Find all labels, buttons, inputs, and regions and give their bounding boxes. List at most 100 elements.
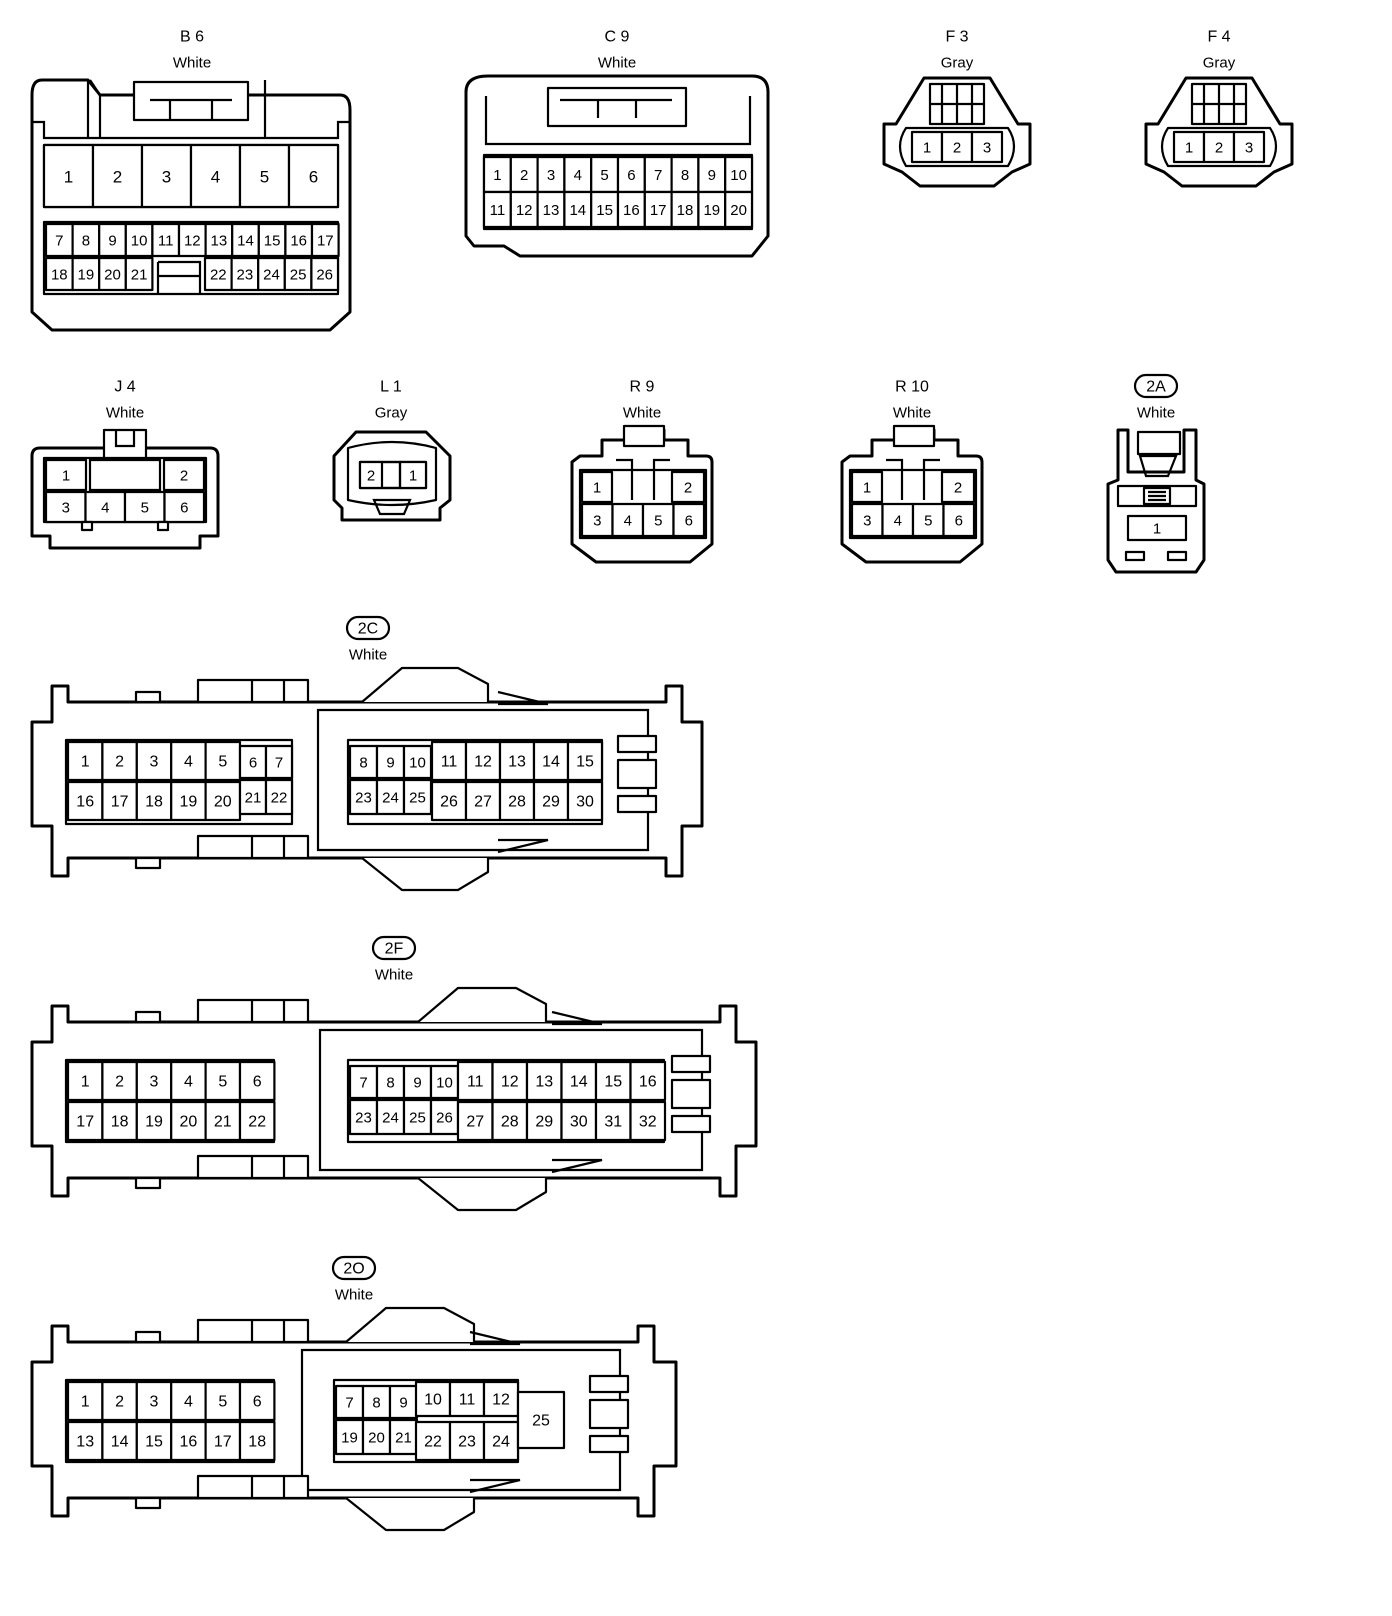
connector-color: Gray xyxy=(941,55,974,72)
pin-cell: 11 xyxy=(448,1380,486,1418)
connector-code: 2O xyxy=(343,1261,364,1278)
pin-number: 11 xyxy=(467,1074,484,1091)
pin-number: 32 xyxy=(639,1114,657,1131)
pin-cell: 10 xyxy=(724,155,754,194)
pin-cell: 21 xyxy=(204,1100,242,1142)
pin-cell: 19 xyxy=(71,256,101,292)
pin-cell: 11 xyxy=(151,222,181,258)
pin-number: 1 xyxy=(593,480,601,497)
pin-number: 9 xyxy=(708,167,716,184)
pin-number: 20 xyxy=(104,267,121,284)
pin-cell: 7 xyxy=(264,744,294,780)
pin-number: 2 xyxy=(954,480,962,497)
pin-cell: 2 xyxy=(101,740,138,782)
pin-number: 15 xyxy=(604,1074,622,1091)
pin-number: 26 xyxy=(436,1110,453,1127)
code-badge xyxy=(331,1255,377,1281)
pin-cell: 20 xyxy=(170,1100,207,1142)
pin-cell: 30 xyxy=(566,780,604,822)
pin-cell: 7 xyxy=(334,1384,365,1420)
pin-number: 15 xyxy=(145,1434,163,1451)
pin-cell: 23 xyxy=(448,1420,486,1462)
pin-cell: 10 xyxy=(124,222,154,258)
pin-number: 14 xyxy=(569,202,586,219)
pin-cell: 3 xyxy=(536,155,566,194)
pin-cell: 5 xyxy=(204,1380,242,1422)
pin-cell: 4 xyxy=(881,502,915,538)
pin-number: 14 xyxy=(111,1434,129,1451)
pin-number: 2 xyxy=(684,480,692,497)
code-badge xyxy=(1133,373,1179,399)
pin-number: 9 xyxy=(413,1075,421,1092)
pin-cell: 10 xyxy=(402,744,433,780)
pin-cell: 24 xyxy=(257,256,286,292)
pin-cell: 22 xyxy=(203,256,233,292)
pin-number: 8 xyxy=(372,1395,380,1412)
pin-number: 7 xyxy=(359,1075,367,1092)
connector-color: White xyxy=(375,967,413,984)
connector-code: B 6 xyxy=(180,29,204,46)
pin-cell: 15 xyxy=(135,1420,173,1462)
pin-cell: 12 xyxy=(464,740,502,782)
pin-cell: 2 xyxy=(940,470,976,504)
pin-number: 10 xyxy=(436,1075,453,1092)
pin-number: 1 xyxy=(923,140,931,157)
pin-cell: 6 xyxy=(287,143,340,209)
pin-cell: 4 xyxy=(170,1060,207,1102)
pin-number: 5 xyxy=(218,754,227,771)
pin-number: 18 xyxy=(51,267,68,284)
pin-number: 10 xyxy=(730,167,747,184)
pin-cell: 6 xyxy=(238,1380,276,1422)
pin-cell: 30 xyxy=(560,1100,598,1142)
pin-number: 1 xyxy=(81,754,90,771)
pin-number: 23 xyxy=(355,1110,372,1127)
pin-cell: 6 xyxy=(616,155,646,194)
pin-number: 1 xyxy=(64,168,73,187)
pin-cell: 23 xyxy=(348,1098,379,1136)
pin-number: 5 xyxy=(141,500,149,517)
pin-number: 29 xyxy=(535,1114,553,1131)
pin-cell: 3 xyxy=(135,1380,173,1422)
pin-cell: 5 xyxy=(238,143,291,209)
pin-number: 21 xyxy=(245,790,262,807)
pin-cell: 14 xyxy=(560,1060,598,1102)
pin-number: 6 xyxy=(253,1394,262,1411)
pin-cell: 1 xyxy=(66,1060,104,1102)
pin-number: 2 xyxy=(520,167,528,184)
pin-cell: 11 xyxy=(482,190,512,229)
pin-cell: 19 xyxy=(170,780,207,822)
pin-number: 11 xyxy=(490,202,506,219)
pin-number: 2 xyxy=(115,1074,124,1091)
pin-cell: 24 xyxy=(375,778,406,816)
pin-cell: 2 xyxy=(358,460,384,490)
connector-color: Gray xyxy=(375,405,408,422)
pin-number: 8 xyxy=(82,233,90,250)
pin-number: 6 xyxy=(180,500,188,517)
pin-cell: 2 xyxy=(101,1060,138,1102)
pin-number: 14 xyxy=(237,233,254,250)
pin-number: 16 xyxy=(76,794,94,811)
pin-number: 6 xyxy=(309,168,318,187)
pin-cell: 13 xyxy=(525,1060,563,1102)
pin-cell: 11 xyxy=(430,740,468,782)
pin-cell: 22 xyxy=(414,1420,452,1462)
pin-number: 3 xyxy=(1245,140,1253,157)
pin-cell: 28 xyxy=(491,1100,529,1142)
pin-cell: 2 xyxy=(91,143,144,209)
pin-cell: 3 xyxy=(1232,130,1266,164)
pin-number: 7 xyxy=(654,167,662,184)
pin-cell: 12 xyxy=(177,222,207,258)
pin-number: 19 xyxy=(703,202,720,219)
pin-number: 6 xyxy=(253,1074,262,1091)
pin-cell: 1 xyxy=(44,458,88,492)
connector-code: 2A xyxy=(1146,379,1166,396)
pin-cell: 26 xyxy=(429,1098,460,1136)
pin-cell: 27 xyxy=(456,1100,494,1142)
pin-number: 1 xyxy=(81,1074,90,1091)
